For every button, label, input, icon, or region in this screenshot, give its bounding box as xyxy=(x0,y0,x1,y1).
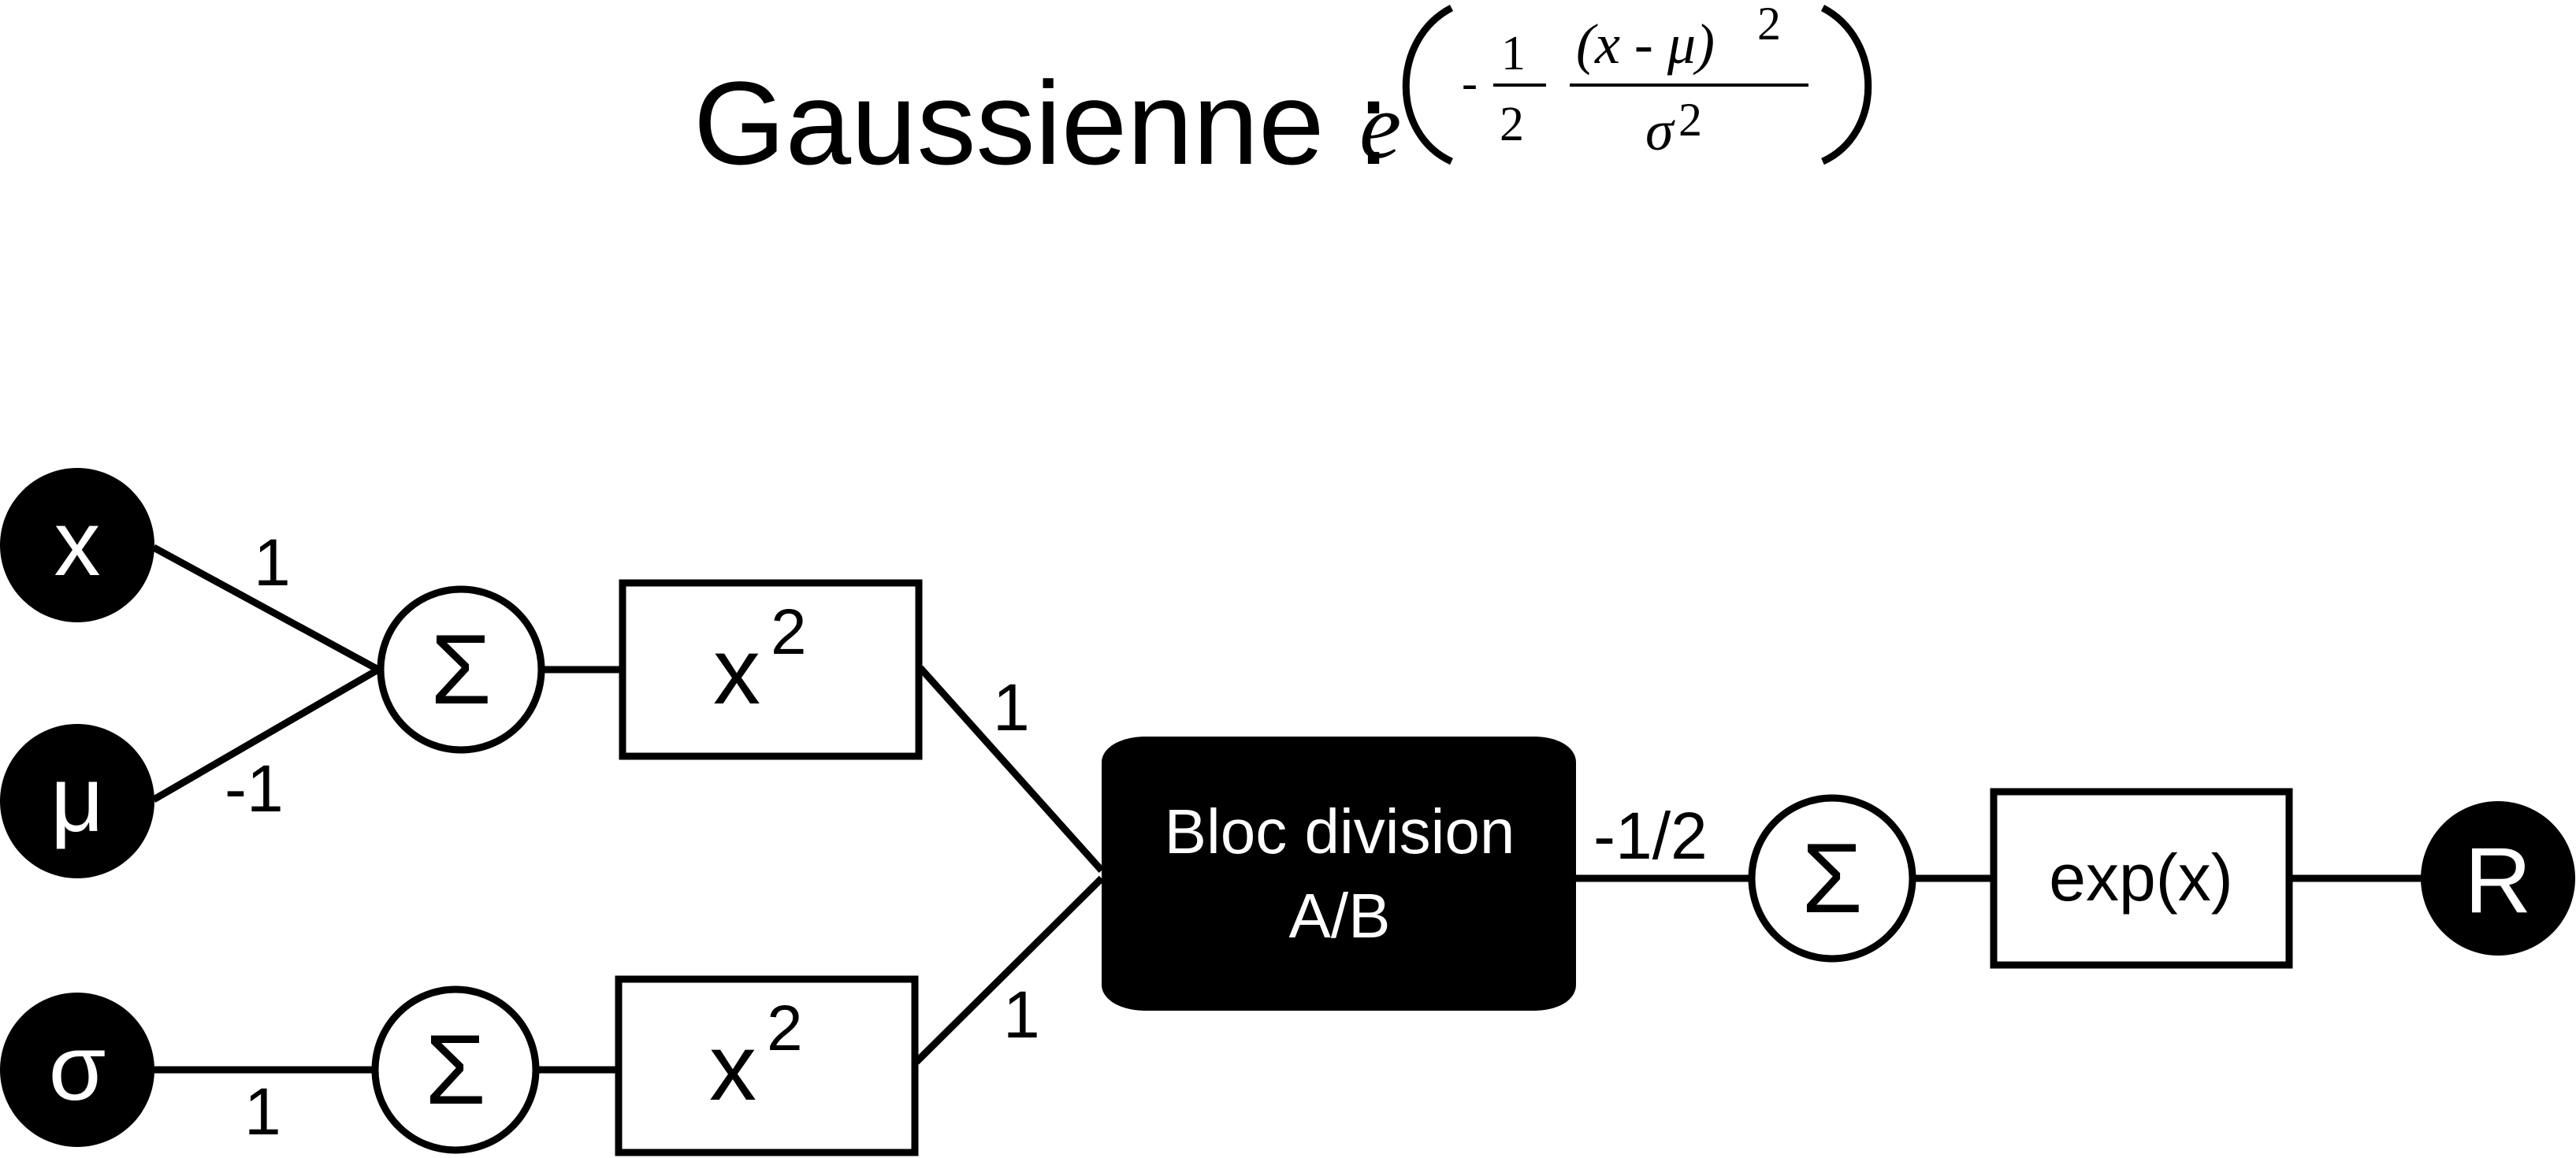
sum-symbol-2: Σ xyxy=(425,1015,485,1125)
title-label: Gaussienne : xyxy=(693,57,1390,189)
input-label-mu: μ xyxy=(50,748,104,852)
output-label: R xyxy=(2464,829,2531,933)
edge-mu-sum1 xyxy=(151,666,381,803)
edge-x-sum1 xyxy=(151,544,381,673)
formula-denominator: σ xyxy=(1645,99,1675,162)
sum-symbol-3: Σ xyxy=(1801,824,1862,933)
square-block-1-exponent: 2 xyxy=(771,596,807,668)
weight-division-sum3: -1/2 xyxy=(1593,799,1708,873)
formula-minus: - xyxy=(1462,57,1478,109)
square-block-2-exponent: 2 xyxy=(767,993,803,1064)
connections xyxy=(151,544,2422,1074)
sum-symbol-1: Σ xyxy=(430,615,491,725)
formula-left-paren xyxy=(1402,5,1454,165)
formula-right-paren xyxy=(1820,5,1872,165)
title: Gaussienne : e - 1 2 (x - μ) 2 σ 2 xyxy=(693,0,1872,189)
formula-denominator-exponent: 2 xyxy=(1678,94,1702,146)
square-block-1-base: x xyxy=(713,618,760,724)
square-block-2-base: x xyxy=(709,1015,756,1120)
input-label-x: x xyxy=(54,492,101,596)
formula-numerator: (x - μ) xyxy=(1576,13,1715,76)
input-label-sigma: σ xyxy=(49,1016,106,1120)
weight-square1-division: 1 xyxy=(993,670,1030,744)
weight-mu-sum1: -1 xyxy=(225,752,284,826)
sum-node-2: Σ xyxy=(371,985,540,1154)
weight-sigma-sum2: 1 xyxy=(244,1074,281,1149)
division-block-line1: Bloc division xyxy=(1165,796,1515,867)
sum-node-3: Σ xyxy=(1748,794,1916,963)
edge-square2-division xyxy=(913,875,1105,1065)
edge-square1-division xyxy=(917,665,1105,874)
weight-labels: 1 -1 1 1 1 -1/2 xyxy=(225,525,1708,1149)
square-block-1: x 2 xyxy=(619,579,923,760)
formula-half-numerator: 1 xyxy=(1501,27,1526,80)
input-node-x: x xyxy=(0,468,154,622)
division-block-line2: A/B xyxy=(1289,881,1391,951)
exp-block-label: exp(x) xyxy=(2049,841,2232,915)
input-node-sigma: σ xyxy=(0,993,154,1147)
square-block-2: x 2 xyxy=(615,975,919,1156)
weight-square2-division: 1 xyxy=(1003,978,1040,1052)
weight-x-sum1: 1 xyxy=(254,525,291,599)
output-node: R xyxy=(2421,801,2575,956)
formula-half-denominator: 2 xyxy=(1500,98,1524,151)
division-block: Bloc division A/B xyxy=(1102,737,1576,1011)
input-node-mu: μ xyxy=(0,724,154,878)
exp-block: exp(x) xyxy=(1990,788,2293,969)
sum-node-1: Σ xyxy=(377,585,545,754)
formula-numerator-exponent: 2 xyxy=(1757,0,1781,50)
formula-base: e xyxy=(1359,73,1401,178)
